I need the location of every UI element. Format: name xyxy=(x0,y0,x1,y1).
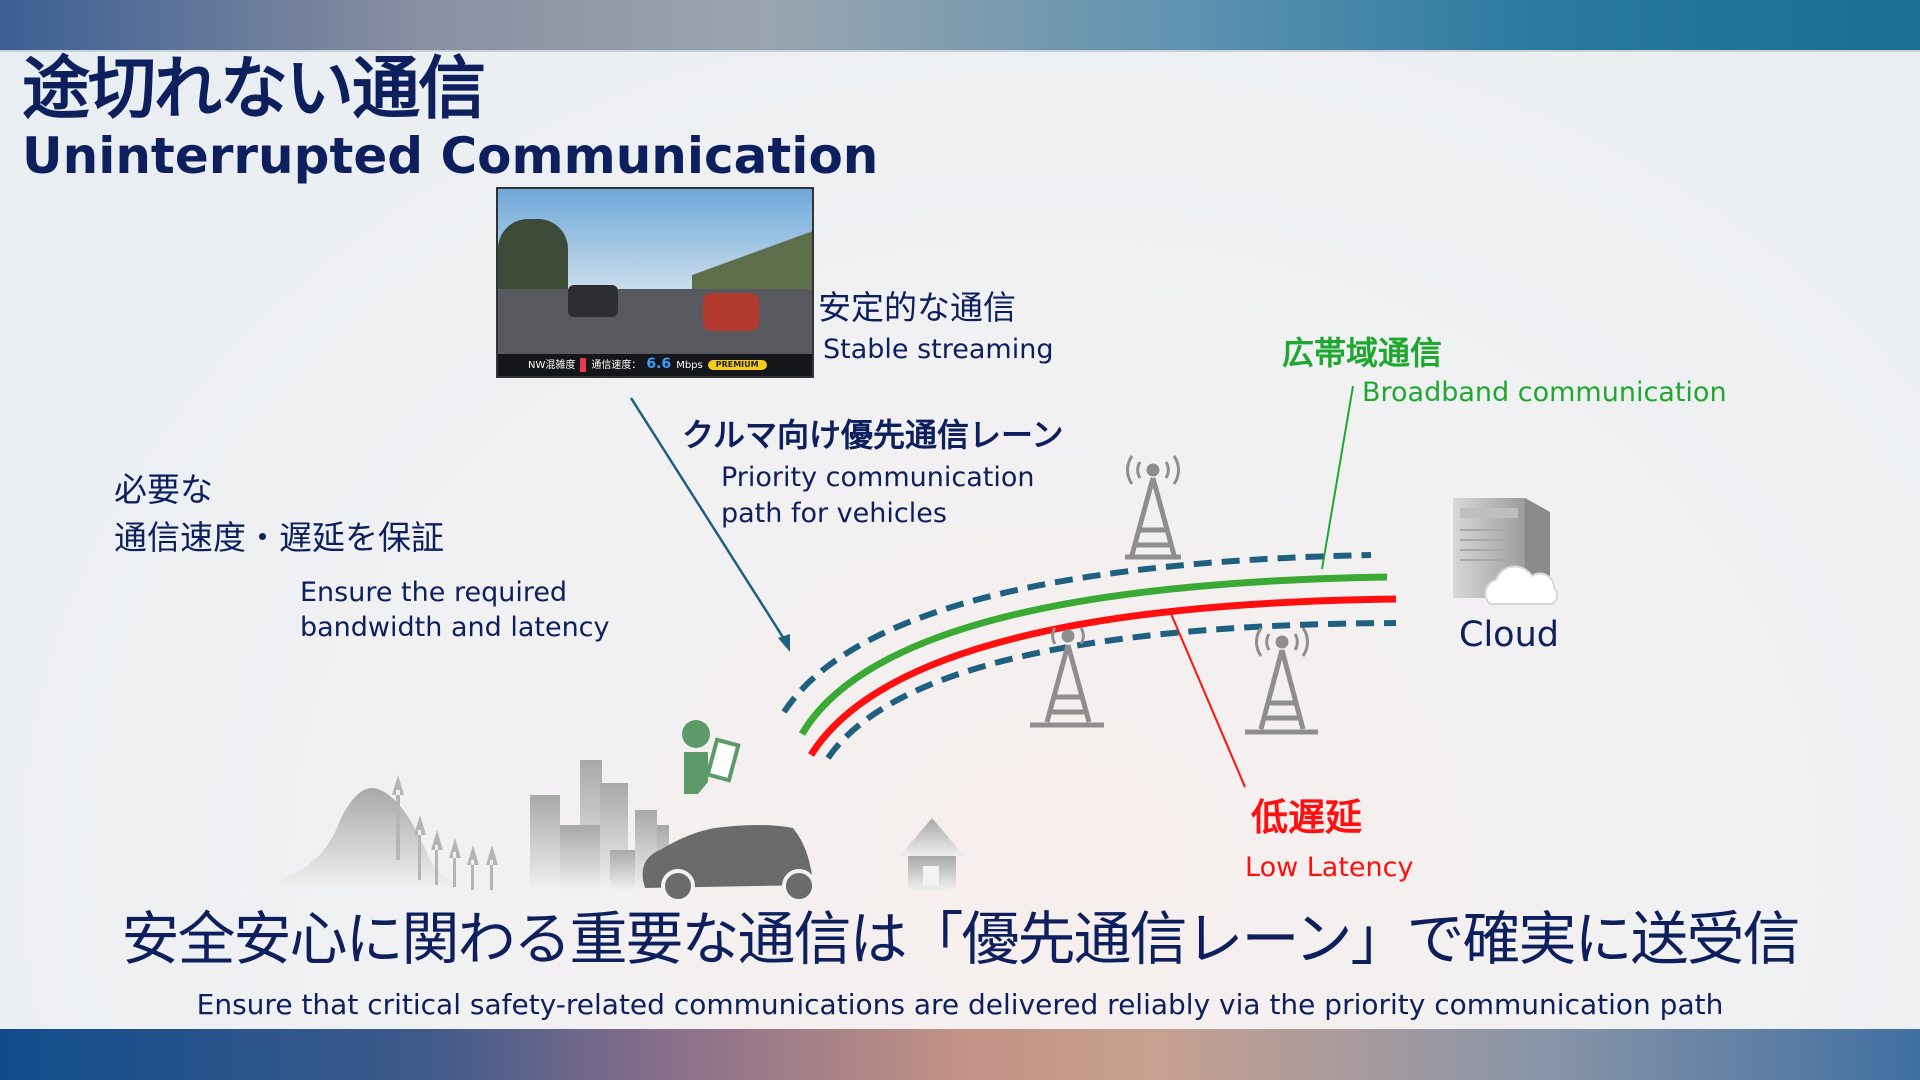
stable-label-jp: 安定的な通信 xyxy=(818,288,1016,327)
premium-badge: PREMIUM xyxy=(707,359,767,371)
video-status-bar: NW混雑度 通信速度： 6.6 Mbps PREMIUM xyxy=(498,354,812,376)
priority-lane-label-en-1: Priority communication xyxy=(721,462,1035,493)
guarantee-label-jp-2: 通信速度・遅延を保証 xyxy=(114,518,444,557)
lane-green-broadband xyxy=(798,573,1388,736)
low-latency-label-en: Low Latency xyxy=(1245,852,1414,883)
lane-outer-dashed xyxy=(781,552,1372,714)
car-red xyxy=(703,293,759,331)
cloud-label: Cloud xyxy=(1459,615,1559,655)
page-title-en: Uninterrupted Communication xyxy=(22,127,879,185)
bottom-banner xyxy=(0,1029,1920,1080)
broadband-pointer-line xyxy=(1321,385,1354,570)
arrow-head xyxy=(778,634,790,652)
nw-congestion-label: NW混雑度 xyxy=(528,359,576,371)
lane-red-low-latency xyxy=(808,595,1397,757)
broadband-label-en: Broadband communication xyxy=(1362,377,1727,408)
footer-message-jp: 安全安心に関わる重要な通信は「優先通信レーン」で確実に送受信 xyxy=(121,905,1800,973)
mountain-icon xyxy=(239,788,480,890)
car-dark xyxy=(568,285,618,317)
road xyxy=(498,289,812,354)
guarantee-label-en-1: Ensure the required xyxy=(300,577,568,608)
guarantee-label-en-2: bandwidth and latency xyxy=(300,612,610,643)
cell-tower-icon xyxy=(1030,627,1104,728)
speed-value: 6.6 xyxy=(646,356,672,373)
congestion-indicator xyxy=(580,358,587,372)
lane-inner-dashed xyxy=(825,620,1397,760)
stream-pointer-arrow xyxy=(629,397,788,643)
house-icon xyxy=(898,818,966,891)
priority-lane-label-en-2: path for vehicles xyxy=(721,498,947,529)
tree-icons xyxy=(392,775,498,890)
page-title-jp: 途切れない通信 xyxy=(22,50,486,129)
priority-lane-label-jp: クルマ向け優先通信レーン xyxy=(682,416,1064,454)
cell-tower-icon xyxy=(1245,627,1318,735)
car-icon xyxy=(642,825,816,903)
stable-label-en: Stable streaming xyxy=(823,334,1054,365)
latency-pointer-line xyxy=(1168,608,1246,788)
hill-right xyxy=(692,229,812,299)
speed-unit: Mbps xyxy=(676,359,703,371)
cloud-server-icon xyxy=(1453,498,1559,605)
speed-label: 通信速度： xyxy=(591,359,642,371)
trees-left xyxy=(498,219,568,299)
broadband-label-jp: 広帯域通信 xyxy=(1282,334,1443,372)
streaming-video-thumbnail: NW混雑度 通信速度： 6.6 Mbps PREMIUM xyxy=(496,187,814,378)
top-banner xyxy=(0,0,1920,52)
low-latency-label-jp: 低遅延 xyxy=(1251,796,1362,839)
cell-tower-icon xyxy=(1125,455,1181,560)
guarantee-label-jp-1: 必要な xyxy=(114,470,213,509)
person-with-tablet-icon xyxy=(682,720,741,794)
footer-message-en: Ensure that critical safety-related comm… xyxy=(196,988,1724,1021)
